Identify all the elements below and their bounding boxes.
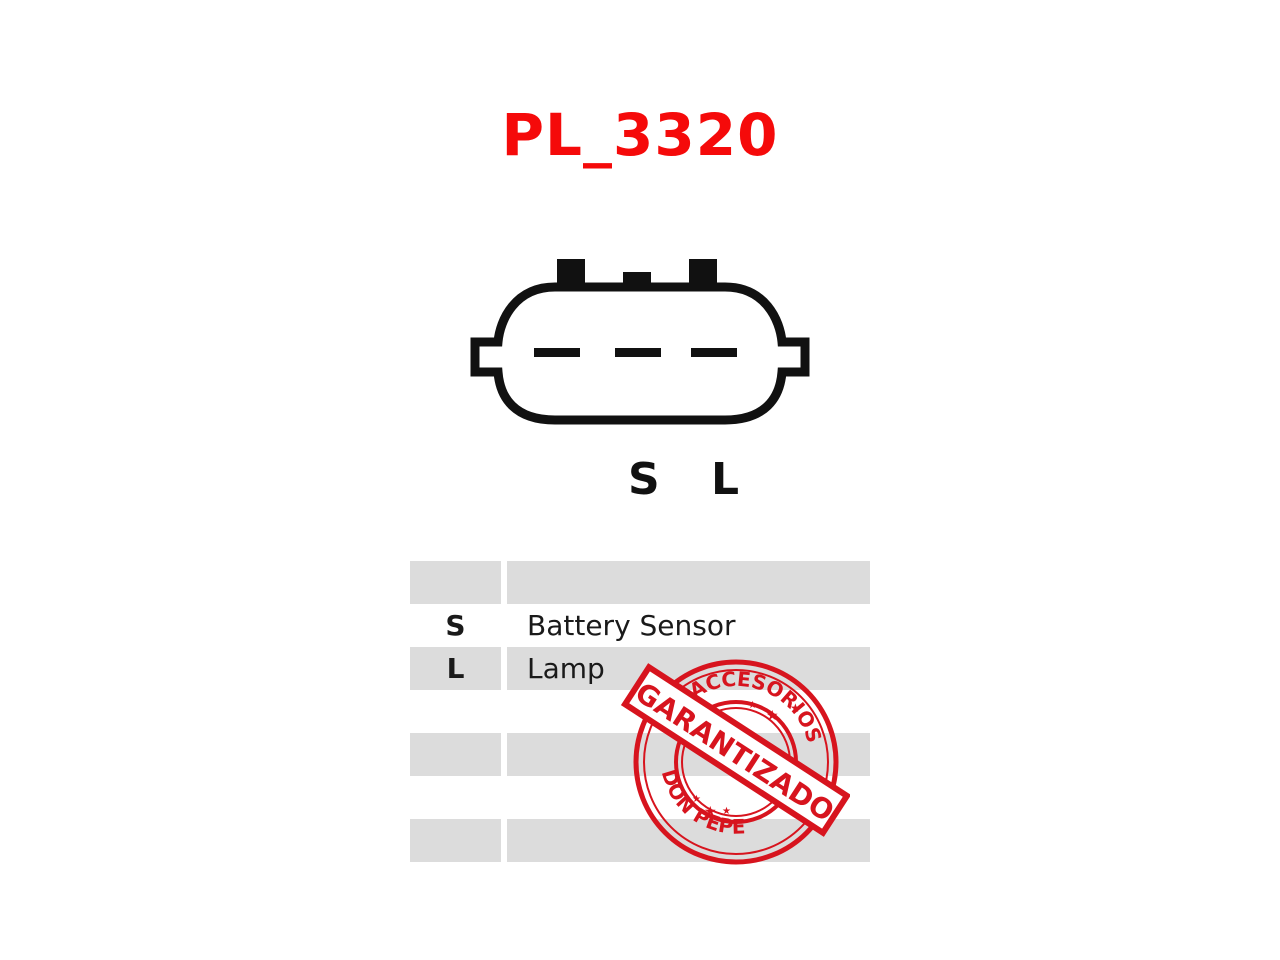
svg-text:★: ★	[790, 701, 801, 715]
pin-cell: L	[410, 647, 501, 690]
pin-function-table: S Battery Sensor L Lamp	[410, 561, 870, 862]
table-row	[410, 561, 870, 604]
part-number-title: PL_3320	[501, 101, 779, 169]
pin-cell	[410, 733, 501, 776]
svg-text:★: ★	[692, 794, 701, 805]
svg-text:★: ★	[704, 804, 717, 820]
pin-cell	[410, 776, 501, 819]
table-row: S Battery Sensor	[410, 604, 870, 647]
stamp-banner-text: GARANTIZADO	[629, 676, 840, 829]
svg-text:★: ★	[722, 806, 731, 817]
pin-label-l: L	[711, 454, 740, 505]
pin-cell: S	[445, 609, 466, 642]
pin-cell	[410, 561, 501, 604]
function-cell	[507, 561, 870, 604]
function-cell: Battery Sensor	[527, 609, 736, 642]
pin-cell	[410, 819, 501, 862]
pin-cell	[410, 690, 501, 733]
svg-text:★: ★	[748, 700, 757, 711]
svg-text:★: ★	[766, 708, 779, 724]
pin-label-s: S	[628, 454, 660, 505]
guarantee-stamp-icon: ACCESORIOS DON PEPE ★ ★ ★ ★ ★ ★ GARANTIZ…	[620, 659, 850, 865]
three-pin-connector-icon	[470, 259, 810, 425]
